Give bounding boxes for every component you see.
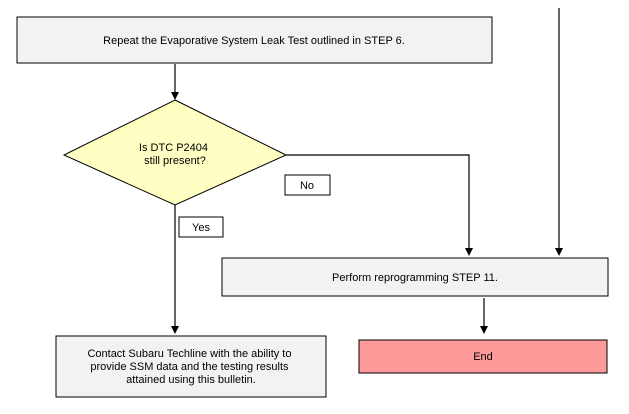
connectors [171,8,563,334]
node-reprogram-shape [221,257,609,297]
node-contact-shape [55,335,327,398]
label-yes: Yes [178,216,224,238]
node-repeat-test: Repeat the Evaporative System Leak Test … [16,16,493,64]
node-end-text: End [473,351,493,363]
node-repeat-test-line: Repeat the Evaporative System Leak Test … [103,35,405,47]
label-no-shape [284,174,331,196]
node-decision: Is DTC P2404 still present? [62,99,288,206]
arrowhead-decision [171,92,179,100]
connector-decision-no [286,154,470,248]
node-decision-line: Is DTC P2404 [139,142,208,154]
node-contact-line: attained using this bulletin. [126,374,256,386]
node-contact-text: Contact Subaru Techline with the ability… [87,348,294,386]
node-repeat-test-text: Repeat the Evaporative System Leak Test … [103,35,405,47]
node-decision-shape [62,99,288,206]
arrowhead-contact [171,326,179,334]
node-contact: Contact Subaru Techline with the ability… [55,335,327,398]
node-reprogram-text: Perform reprogramming STEP 11. [332,272,498,284]
arrowhead-reprogram-right [555,248,563,256]
node-end-line: End [473,351,493,363]
node-contact-line: provide SSM data and the testing results [90,361,289,373]
node-decision-text: Is DTC P2404 still present? [139,142,211,167]
node-decision-line: still present? [144,155,206,167]
label-yes-shape [178,216,224,238]
node-repeat-test-shape [16,16,493,64]
arrowhead-reprogram-left [465,248,473,256]
node-reprogram: Perform reprogramming STEP 11. [221,257,609,297]
node-end: End [358,339,608,374]
node-end-shape [358,339,608,374]
node-reprogram-line: Perform reprogramming STEP 11. [332,272,498,284]
node-contact-line: Contact Subaru Techline with the ability… [87,348,291,360]
label-no: No [284,174,331,196]
label-no-text: No [300,180,314,192]
arrowhead-end [480,326,488,334]
label-yes-text: Yes [192,222,210,234]
